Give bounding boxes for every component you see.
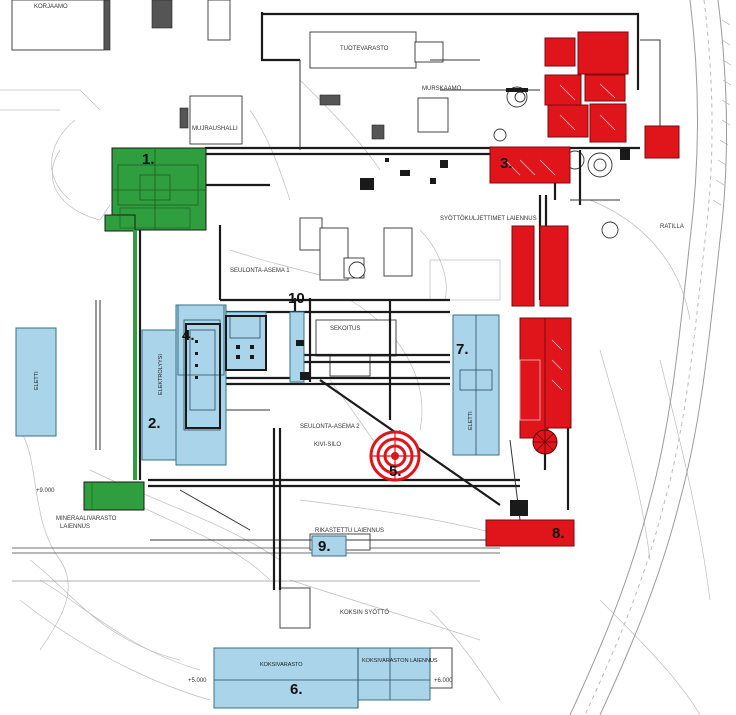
label-ratilla: RATILLA (660, 224, 684, 230)
red-wheel-structure (532, 429, 558, 455)
marker-5: 5. (389, 463, 402, 480)
label-koksivarasto: KOKSIVARASTO (260, 662, 303, 668)
label-eletti-right: ELETTI (468, 411, 474, 430)
marker-6: 6. (290, 681, 303, 698)
label-sekoitus: SEKOITUS (330, 326, 360, 332)
red-building-details (504, 83, 616, 421)
label-eletti-left: ELETTI (34, 371, 40, 390)
equipment-marks (195, 88, 630, 516)
blue-building-dark-frames (185, 315, 267, 429)
label-kivisilo: KIVI-SILO (314, 442, 341, 448)
label-seulonta-asema-1: SEULONTA-ASEMA 1 (230, 268, 290, 274)
building-1-green (104, 147, 207, 232)
marker-7: 7. (456, 341, 469, 358)
terrain-contours (0, 79, 711, 715)
label-riktettu-laiennus: RIKASTETTU LAIENNUS (315, 528, 384, 534)
label-mineraali: MINERAALIVARASTO (56, 516, 117, 522)
label-elev-bottom-right: +6.000 (434, 678, 453, 684)
label-seulonta-asema-2: SEULONTA-ASEMA 2 (300, 424, 360, 430)
label-elektrolyysi: ELEKTROLYYSI (158, 354, 164, 395)
marker-8: 8. (552, 525, 565, 542)
label-korjaamo: KORJAAMO (34, 4, 68, 10)
marker-1: 1. (142, 151, 155, 168)
label-elev-bottom-left: +5.000 (188, 678, 207, 684)
marker-2: 2. (148, 415, 161, 432)
dark-blocks (103, 0, 385, 140)
label-elev-left: +9.000 (36, 488, 55, 494)
label-murskaamo: MURSKAAMO (422, 86, 462, 92)
marker-4: 4. (182, 327, 195, 344)
red-buildings (485, 31, 680, 547)
building-9-green-strip (83, 230, 145, 511)
label-mineraali-laiennus: LAIENNUS (60, 524, 90, 530)
marker-10: 10 (288, 290, 305, 307)
label-tuotevarasto: TUOTEVARASTO (340, 46, 389, 52)
railway-lines (12, 547, 500, 582)
target-5 (369, 430, 421, 482)
label-koksin-syotto: KOKSIN SYÖTTÖ (340, 609, 389, 616)
label-mujraushalli: MUJRAUSHALLI (192, 126, 238, 132)
marker-9: 9. (318, 538, 331, 555)
label-koksivarasto-laiennus: KOKSIVARASTON LAIENNUS (362, 658, 438, 664)
outline-buildings (11, 0, 453, 689)
label-syottokuljettimet: SYÖTTÖKULJETTIMET LAIENNUS (440, 215, 537, 222)
road-hatching (712, 19, 732, 206)
marker-3: 3. (500, 155, 513, 172)
